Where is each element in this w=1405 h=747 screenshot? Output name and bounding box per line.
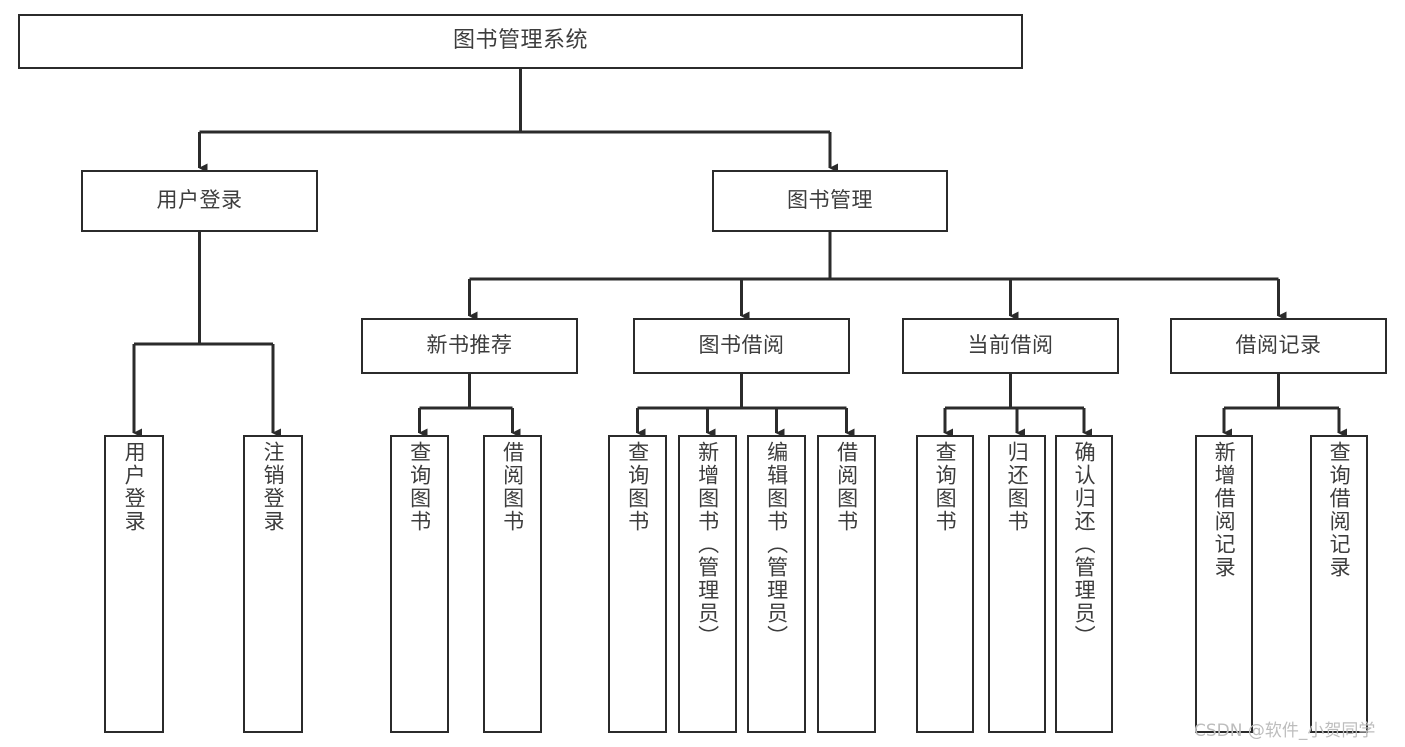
node-label: 图书管理 (787, 188, 873, 213)
node-leaf3[interactable]: 查询图书 (390, 435, 449, 733)
node-label: 编辑图书（管理员） (764, 441, 789, 648)
node-label: 查询借阅记录 (1327, 441, 1352, 579)
node-root[interactable]: 图书管理系统 (18, 14, 1023, 69)
node-newbook[interactable]: 新书推荐 (361, 318, 578, 374)
node-label: 查询图书 (625, 441, 650, 533)
node-label: 新增借阅记录 (1212, 441, 1237, 579)
node-label: 图书管理系统 (452, 28, 588, 54)
node-label: 用户登录 (156, 188, 243, 213)
node-records[interactable]: 借阅记录 (1170, 318, 1387, 374)
node-label: 新书推荐 (426, 333, 513, 358)
node-leaf2[interactable]: 注销登录 (243, 435, 303, 733)
node-label: 查询图书 (407, 441, 432, 533)
node-label: 借阅图书 (834, 441, 859, 533)
node-leaf5[interactable]: 查询图书 (608, 435, 667, 733)
node-leaf11[interactable]: 确认归还（管理员） (1055, 435, 1113, 733)
connector-group (132, 69, 1347, 438)
node-leaf12[interactable]: 新增借阅记录 (1195, 435, 1253, 733)
node-label: 新增图书（管理员） (695, 441, 720, 648)
node-leaf10[interactable]: 归还图书 (988, 435, 1046, 733)
node-borrow[interactable]: 图书借阅 (633, 318, 850, 374)
node-label: 借阅图书 (500, 441, 525, 533)
node-label: 借阅记录 (1235, 333, 1322, 358)
node-label: 注销登录 (261, 441, 286, 533)
node-leaf8[interactable]: 借阅图书 (817, 435, 876, 733)
node-label: 归还图书 (1005, 441, 1030, 533)
node-label: 用户登录 (122, 441, 147, 533)
node-current[interactable]: 当前借阅 (902, 318, 1119, 374)
node-leaf1[interactable]: 用户登录 (104, 435, 164, 733)
node-label: 确认归还（管理员） (1072, 441, 1097, 648)
node-leaf4[interactable]: 借阅图书 (483, 435, 542, 733)
node-leaf9[interactable]: 查询图书 (916, 435, 974, 733)
node-leaf13[interactable]: 查询借阅记录 (1310, 435, 1368, 733)
node-label: 查询图书 (933, 441, 958, 533)
node-login[interactable]: 用户登录 (81, 170, 318, 232)
node-label: 图书借阅 (698, 333, 785, 358)
node-bookmgmt[interactable]: 图书管理 (712, 170, 948, 232)
node-label: 当前借阅 (967, 333, 1054, 358)
node-leaf6[interactable]: 新增图书（管理员） (678, 435, 737, 733)
node-leaf7[interactable]: 编辑图书（管理员） (747, 435, 806, 733)
